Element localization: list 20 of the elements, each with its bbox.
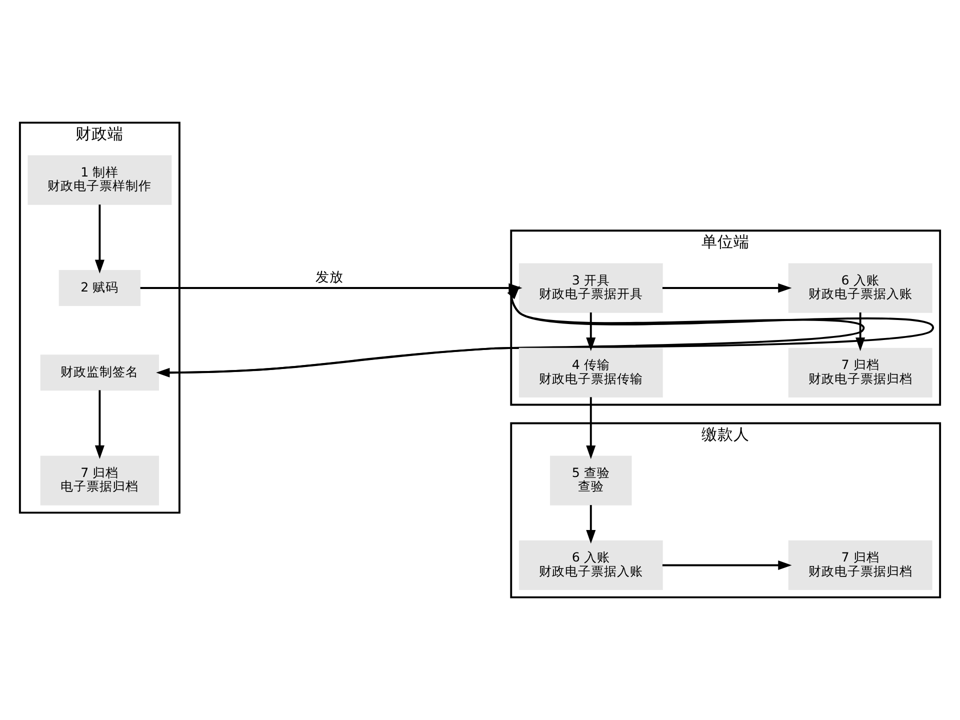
node-box: 5 查验 查验 xyxy=(550,456,632,506)
arrow xyxy=(586,397,596,460)
node-box: 1 制样 财政电子票样制作 xyxy=(28,155,172,205)
node-box: 7 归档 财政电子票据归档 xyxy=(788,348,932,398)
arrow xyxy=(662,560,792,570)
node-box: 7 归档 电子票据归档 xyxy=(40,456,160,506)
node-box: 3 开具 财政电子票据开具 xyxy=(518,263,663,313)
arrow xyxy=(586,505,596,544)
arrow xyxy=(662,283,792,293)
arrow xyxy=(586,312,596,352)
node-box: 6 入账 财政电子票据入账 xyxy=(518,540,663,590)
node-box: 4 传输 财政电子票据传输 xyxy=(518,348,663,398)
node-box: 财政监制签名 xyxy=(40,354,160,391)
arrow xyxy=(94,204,104,274)
arrow xyxy=(856,312,866,352)
edge-label: 发放 xyxy=(316,269,344,286)
arrow xyxy=(94,390,104,460)
node-box: 2 赋码 xyxy=(58,270,141,306)
node-box: 6 入账 财政电子票据入账 xyxy=(788,263,932,313)
node-box: 7 归档 财政电子票据归档 xyxy=(788,540,932,590)
